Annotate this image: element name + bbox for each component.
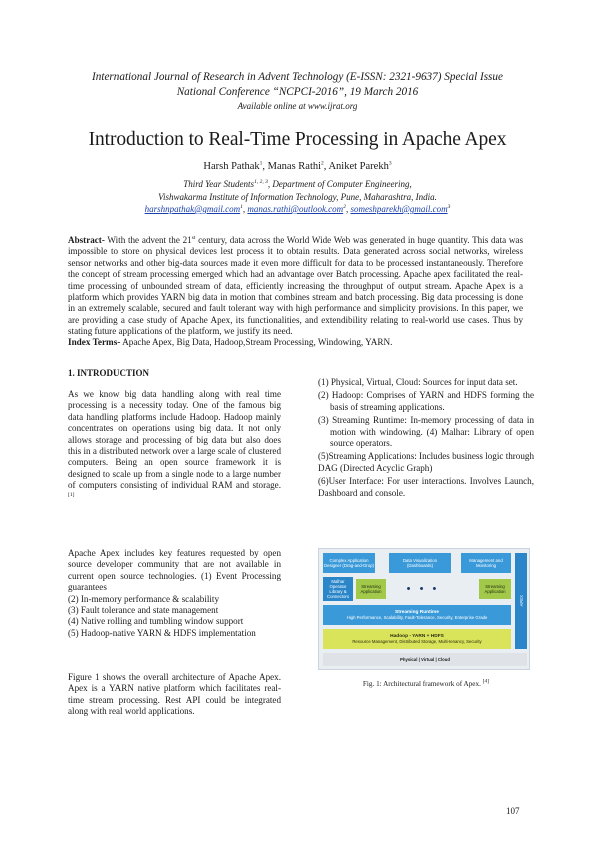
email-link-2[interactable]: manas.rathi@outlook.com: [247, 204, 344, 214]
affiliation-line-2: Vishwakarma Institute of Information Tec…: [158, 191, 437, 202]
management-box: Management and Monitoring: [461, 553, 511, 573]
data-visualization-box: Data Visualization (Dashboards): [389, 553, 451, 573]
index-terms-list: Apache Apex, Big Data, Hadoop,Stream Pro…: [120, 337, 393, 347]
affiliation: Third Year Students1, 2, 3, Department o…: [40, 178, 555, 216]
infrastructure-box: Physical | Virtual | Cloud: [323, 653, 527, 666]
abstract-label: Abstract-: [68, 235, 105, 245]
intro-paragraph-3: Figure 1 shows the overall architecture …: [68, 672, 281, 717]
author-name: Harsh Pathak: [203, 161, 260, 172]
author-name: Manas Rathi: [267, 161, 322, 172]
author-sup: 1: [259, 160, 263, 167]
apex-side-label: APEX: [515, 553, 527, 649]
architecture-layer-list: (1) Physical, Virtual, Cloud: Sources fo…: [318, 377, 534, 501]
index-terms: Index Terms- Apache Apex, Big Data, Hado…: [68, 336, 528, 348]
feature-item: (4) Native rolling and tumbling window s…: [68, 616, 244, 627]
feature-item: (2) In-memory performance & scalability: [68, 593, 219, 604]
index-terms-label: Index Terms-: [68, 337, 121, 347]
streaming-runtime-box: Streaming Runtime High Performance, Scal…: [323, 605, 511, 625]
streaming-app-box-2: Streaming Application: [479, 579, 511, 599]
malhar-box: Malhar Operator Library & Connectors: [323, 577, 353, 601]
streaming-app-box-1: Streaming Application: [356, 579, 386, 599]
intro-paragraph-2: Apache Apex includes key features reques…: [68, 548, 281, 638]
paper-title: Introduction to Real-Time Processing in …: [88, 129, 507, 150]
layer-item: (5)Streaming Applications: Includes busi…: [318, 451, 534, 473]
email-link-3[interactable]: someshparekh@gmail.com: [350, 204, 448, 214]
app-designer-box: Complex Application Designer (Drag-and-D…: [323, 553, 375, 573]
layer-item: (1) Physical, Virtual, Cloud: Sources fo…: [318, 377, 518, 387]
ellipsis-dots: • • •: [406, 582, 440, 595]
author-sup: 3: [388, 160, 392, 167]
abstract: Abstract- With the advent the 21st centu…: [68, 234, 523, 337]
intro-paragraph-1: As we know big data handling along with …: [68, 389, 281, 498]
hadoop-title: Hadoop - YARN + HDFS: [390, 634, 444, 639]
layer-item: (3) Streaming Runtime: In-memory process…: [318, 415, 534, 449]
hadoop-subtitle: Resource Management, Distributed Storage…: [352, 639, 482, 644]
author-sup: 2: [321, 160, 324, 167]
section-heading-introduction: 1. INTRODUCTION: [68, 368, 150, 378]
author-name: Aniket Parekh: [328, 161, 389, 172]
figure-caption: Fig. 1: Architectural framework of Apex.…: [362, 678, 490, 688]
feature-item: (3) Fault tolerance and state management: [68, 605, 219, 616]
apex-architecture-figure: Complex Application Designer (Drag-and-D…: [318, 548, 530, 670]
author-emails: harshnpathak@gmail.com1, manas.rathi@out…: [144, 204, 451, 214]
page-number: 107: [506, 806, 520, 816]
availability-line: Available online at www.ijrat.org: [237, 101, 358, 111]
journal-line-2: National Conference “NCPCI-2016”, 19 Mar…: [176, 86, 419, 98]
journal-line-1: International Journal of Research in Adv…: [92, 71, 503, 83]
feature-item: (5) Hadoop-native YARN & HDFS implementa…: [68, 627, 256, 638]
affiliation-line-1: Third Year Students1, 2, 3, Department o…: [183, 179, 412, 189]
author-list: Harsh Pathak1, Manas Rathi2, Aniket Pare…: [203, 160, 392, 172]
layer-item: (6)User Interface: For user interactions…: [318, 476, 534, 498]
runtime-subtitle: High Performance, Scalability, Fault-Tol…: [346, 615, 488, 620]
layer-item: (2) Hadoop: Comprises of YARN and HDFS f…: [318, 390, 534, 412]
journal-header: International Journal of Research in Adv…: [40, 70, 555, 100]
email-link-1[interactable]: harshnpathak@gmail.com: [144, 204, 241, 214]
runtime-title: Streaming Runtime: [395, 610, 439, 615]
hadoop-yarn-hdfs-box: Hadoop - YARN + HDFS Resource Management…: [323, 629, 511, 649]
